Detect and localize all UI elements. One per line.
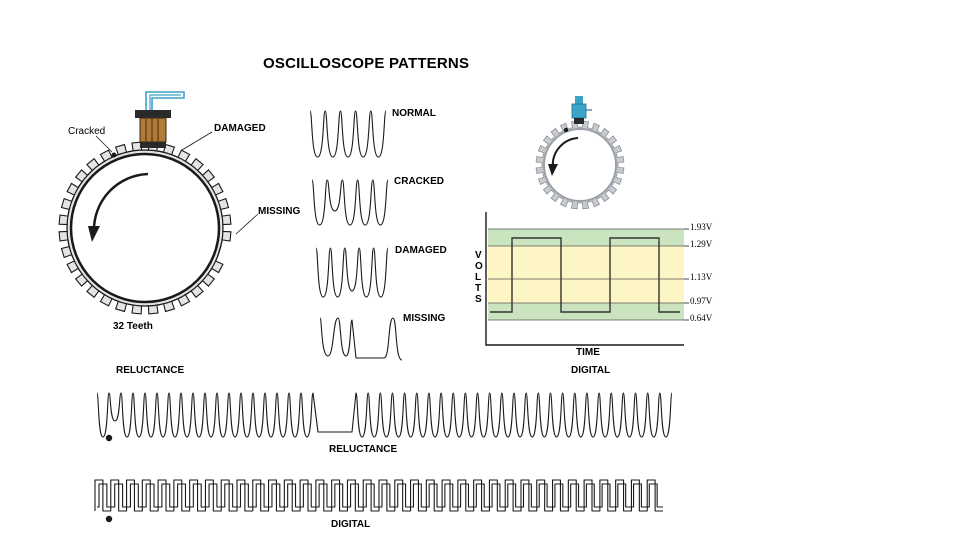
reluctance-caption: RELUCTANCE <box>116 365 184 376</box>
upper-green-band <box>488 229 684 246</box>
y-axis-letter: L <box>475 272 481 283</box>
reluctance-strip-caption: RELUCTANCE <box>329 444 397 455</box>
normal-waveform <box>309 110 387 158</box>
digital-strip: DIGITAL <box>94 479 663 530</box>
reluctance-strip-marker <box>105 434 113 442</box>
level-label-1: 1.93V <box>690 222 713 232</box>
normal-label: NORMAL <box>392 108 436 119</box>
wheel-rim <box>66 149 224 307</box>
crack-marker <box>111 152 117 158</box>
damaged-waveform <box>315 247 389 298</box>
wheel-inner-ring <box>69 152 221 304</box>
digital-strip-waveform <box>94 479 663 512</box>
pattern-waveforms: NORMAL CRACKED DAMAGED MISSING <box>309 108 447 361</box>
x-axis-label: TIME <box>576 347 600 358</box>
level-label-5: 0.64V <box>690 313 713 323</box>
digital-wheel <box>535 96 625 210</box>
digital-caption: DIGITAL <box>571 365 610 376</box>
panel-axes <box>485 212 684 346</box>
missing-leader <box>235 213 259 235</box>
cracked-label-pattern: CRACKED <box>394 176 444 187</box>
rotation-arrow <box>92 172 149 233</box>
digital-strip-waveform-inner <box>97 483 663 508</box>
digital-wheel-inner <box>543 128 617 202</box>
reluctance-sensor <box>135 91 185 148</box>
level-label-2: 1.29V <box>690 239 713 249</box>
rotation-arrowhead <box>88 226 100 242</box>
cracked-label: Cracked <box>68 126 105 137</box>
damaged-leader <box>181 131 213 151</box>
reluctance-strip: RELUCTANCE <box>96 392 673 455</box>
cracked-waveform <box>311 179 389 226</box>
digital-square-wave <box>490 237 680 313</box>
y-axis-letter: S <box>475 294 482 305</box>
missing-label: MISSING <box>258 206 300 217</box>
reluctance-wheel: Cracked DAMAGED MISSING 32 Teeth RELUCTA… <box>58 91 300 376</box>
digital-marker <box>563 127 569 133</box>
level-label-3: 1.13V <box>690 272 713 282</box>
missing-label-pattern: MISSING <box>403 313 445 324</box>
digital-rotation-arrow <box>551 137 579 169</box>
level-label-4: 0.97V <box>690 296 713 306</box>
hall-sensor <box>571 96 592 124</box>
cracked-leader <box>95 135 113 153</box>
y-axis-letter: O <box>475 261 483 272</box>
digital-strip-marker <box>105 515 113 523</box>
digital-rotation-arrowhead <box>548 164 558 176</box>
damaged-label-pattern: DAMAGED <box>395 245 447 256</box>
teeth-count-label: 32 Teeth <box>113 321 153 332</box>
diagram-title: OSCILLOSCOPE PATTERNS <box>263 55 469 72</box>
reluctance-strip-waveform <box>96 392 673 438</box>
yellow-band <box>488 246 684 303</box>
y-axis-letter: T <box>475 283 481 294</box>
digital-strip-caption: DIGITAL <box>331 519 370 530</box>
damaged-label: DAMAGED <box>214 123 266 134</box>
missing-waveform <box>319 317 403 361</box>
y-axis-letter: V <box>475 250 482 261</box>
